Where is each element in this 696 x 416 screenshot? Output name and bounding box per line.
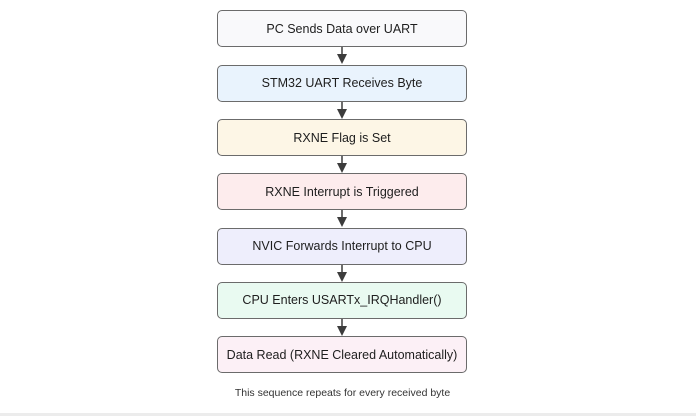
step-label: CPU Enters USARTx_IRQHandler() [242,293,442,307]
arrow-down-icon [337,156,347,173]
step-nvic-forwards-interrupt: NVIC Forwards Interrupt to CPU [217,227,467,265]
step-cpu-enters-irq-handler: CPU Enters USARTx_IRQHandler() [217,281,467,319]
step-uart-receives-byte: STM32 UART Receives Byte [217,64,467,102]
step-rxne-flag-set: RXNE Flag is Set [217,119,467,156]
bottom-divider [0,413,696,416]
step-label: NVIC Forwards Interrupt to CPU [252,239,432,253]
step-rxne-interrupt-triggered: RXNE Interrupt is Triggered [217,173,467,210]
step-data-read: Data Read (RXNE Cleared Automatically) [217,336,467,373]
arrow-down-icon [337,47,347,64]
step-label: RXNE Flag is Set [293,130,391,145]
step-label: Data Read (RXNE Cleared Automatically) [226,347,458,362]
arrow-down-icon [337,210,347,227]
step-label: STM32 UART Receives Byte [261,76,423,90]
step-label: RXNE Interrupt is Triggered [265,184,419,199]
diagram-caption: This sequence repeats for every received… [234,387,451,399]
arrow-down-icon [337,101,347,119]
arrow-down-icon [337,318,347,336]
step-label: PC Sends Data over UART [266,21,418,36]
step-pc-sends-data: PC Sends Data over UART [217,10,467,47]
arrow-down-icon [337,264,347,282]
